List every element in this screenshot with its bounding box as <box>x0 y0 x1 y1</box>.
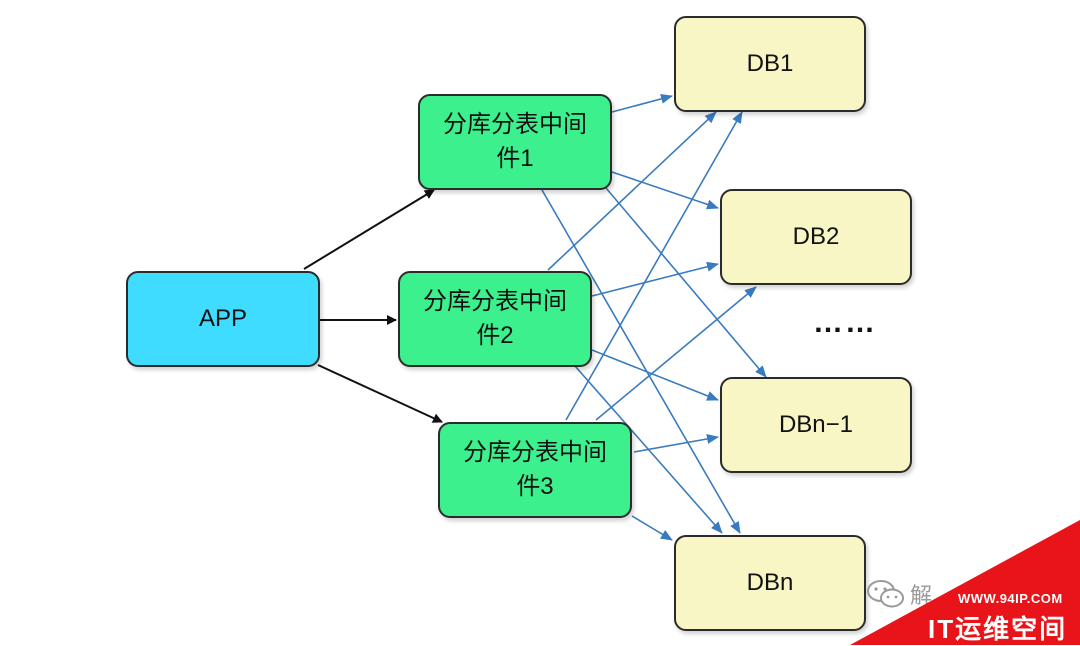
db-node-1: DB1 <box>674 16 866 112</box>
db-node-n: DBn <box>674 535 866 631</box>
middleware-2-line2: 件2 <box>476 322 514 349</box>
db-node-n-minus-1: DBn−1 <box>720 377 912 473</box>
arrow-middleware-2-to-dbn1 <box>591 349 719 401</box>
middleware-3-line2: 件3 <box>516 473 554 500</box>
arrow-middleware-3-to-dbn <box>631 515 673 541</box>
app-label: APP <box>198 305 248 332</box>
db-node-2: DB2 <box>720 189 912 285</box>
arrow-middleware-3-to-dbn1 <box>633 434 719 453</box>
watermark-red-corner <box>850 520 1080 645</box>
app-node: APP <box>126 271 320 367</box>
arrow-middleware-1-to-dbn <box>541 189 741 534</box>
arrow-middleware-1-to-db1 <box>611 94 673 113</box>
arrow-middleware-3-to-db1 <box>565 111 743 421</box>
arrow-app-to-middleware-3 <box>317 364 443 423</box>
db-n-minus-1-label: DBn−1 <box>778 411 854 438</box>
arrow-middleware-3-to-db2 <box>595 286 757 421</box>
middleware-1-line2: 件1 <box>496 145 534 172</box>
db-1-label: DB1 <box>746 50 794 77</box>
middleware-3-line1: 分库分表中间 <box>463 439 607 466</box>
middleware-2-line1: 分库分表中间 <box>423 288 567 315</box>
watermark-brand: IT运维空间 <box>928 614 1068 644</box>
middleware-1-line1: 分库分表中间 <box>443 111 587 138</box>
arrow-middleware-1-to-db2 <box>611 171 719 210</box>
arrow-app-to-middleware-1 <box>303 189 435 270</box>
ellipsis-more-databases: …… <box>813 306 877 339</box>
arrow-middleware-2-to-db2 <box>591 261 719 297</box>
middleware-node-2: 分库分表中间 件2 <box>398 271 592 367</box>
arrow-middleware-2-to-db1 <box>547 111 717 271</box>
db-n-label: DBn <box>746 569 794 596</box>
watermark-url: WWW.94IP.COM <box>958 591 1063 606</box>
db-2-label: DB2 <box>792 223 840 250</box>
arrow-middleware-1-to-dbn1 <box>605 187 767 378</box>
middleware-node-1: 分库分表中间 件1 <box>418 94 612 190</box>
middleware-node-3: 分库分表中间 件3 <box>438 422 632 518</box>
